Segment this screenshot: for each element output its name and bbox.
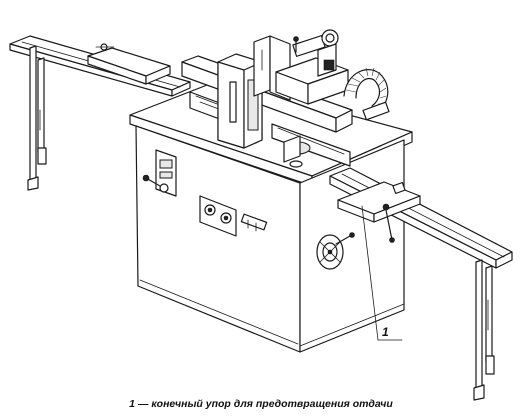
hand-wheel — [316, 232, 355, 270]
switch-panel — [199, 195, 268, 237]
cutter-area — [283, 135, 311, 168]
left-sliding-block — [87, 43, 171, 85]
front-control-panel — [142, 149, 177, 197]
figure-caption: 1 — конечный упор для предотвращения отд… — [129, 398, 393, 410]
top-feed-unit — [275, 29, 349, 105]
anti-kickback-end-stop — [337, 181, 421, 341]
dust-hose — [343, 67, 390, 121]
machine-cabinet — [129, 79, 413, 353]
callout-1: 1 — [382, 325, 389, 339]
right-support-legs — [473, 259, 495, 401]
spindle-guard — [217, 35, 291, 149]
left-support-legs — [27, 45, 47, 191]
